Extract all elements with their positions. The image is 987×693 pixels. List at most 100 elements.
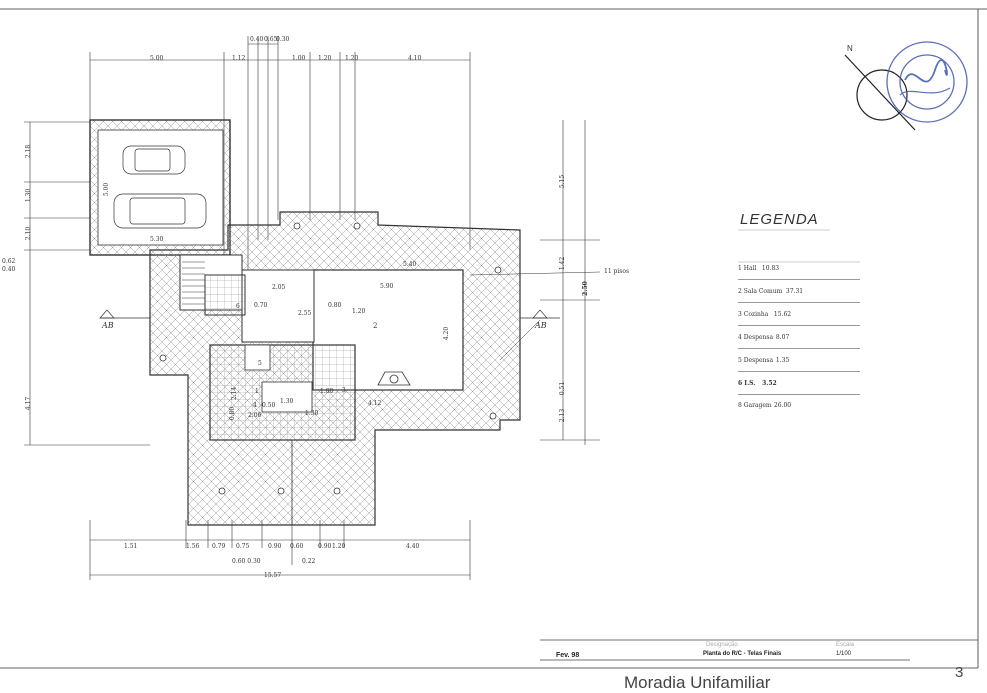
legend-value: 26.00 — [773, 402, 792, 409]
dim-right-0: 5.15 — [559, 174, 567, 189]
dim-bottom-11: 0.60 0.30 — [232, 558, 261, 565]
legend-label: 5 Despensa — [738, 357, 774, 364]
sheet-border — [0, 8, 987, 669]
dim-left-2: 2.10 — [25, 226, 33, 241]
legend-value: 15.62 — [773, 311, 792, 318]
scale-caption: Escala — [836, 642, 855, 648]
title-block-frame — [540, 639, 978, 661]
dim-bottom-8: 4.40 — [406, 543, 420, 550]
interior-dim-17: 0.80 — [229, 406, 237, 421]
interior-dim-16: 4.12 — [368, 400, 382, 407]
interior-dim-9: 1.20 — [352, 308, 366, 315]
dim-left-1: 1.30 — [25, 188, 33, 203]
room-number-6: 6 — [236, 303, 240, 310]
car-top — [122, 145, 186, 175]
legend-label: 1 Hall — [738, 265, 757, 272]
dim-top-6: 1.20 — [318, 55, 332, 62]
dim-bottom-0: 1.51 — [124, 543, 138, 550]
section-marker-right: AB — [535, 321, 547, 330]
dim-right-1: 1.42 — [559, 256, 567, 271]
dim-bottom-7: 1.20 — [332, 543, 346, 550]
dim-left-4: 0.40 — [2, 266, 16, 273]
sheet-number: 3 — [955, 664, 964, 681]
legend-row-4: 4 Despensa 8.07 — [738, 334, 860, 349]
legend-value: 3.52 — [762, 380, 777, 387]
interior-dim-14: 1.30 — [305, 410, 319, 417]
interior-dim-3: 5.30 — [150, 236, 164, 243]
dim-bottom-3: 0.75 — [236, 543, 250, 550]
garage — [89, 119, 231, 256]
interior-dim-5: 2.55 — [298, 310, 312, 317]
dim-top-3: 0.65 — [264, 36, 278, 43]
room-number-5: 5 — [258, 360, 262, 367]
legend-label: 6 I.S. — [738, 380, 756, 387]
room-number-2: 2 — [373, 322, 378, 330]
legend-row-1: 1 Hall 10.83 — [738, 265, 860, 280]
legend-label: 2 Sala Comum — [738, 288, 783, 295]
legend-value: 8.07 — [775, 334, 790, 341]
room-number-3: 3 — [342, 387, 346, 394]
room-number-1: 1 — [255, 388, 259, 395]
dim-right-2: 0.51 — [559, 381, 567, 396]
interior-dim-13: 1.00 — [320, 388, 334, 395]
legend-frame — [738, 229, 860, 263]
designation-caption: Designação — [706, 642, 738, 648]
legend-row-6: 6 I.S. 3.52 — [738, 380, 860, 395]
dim-top-4: 0.30 — [276, 36, 290, 43]
dim-bottom-9: 0.22 — [302, 558, 316, 565]
bottom-dimension-lines — [89, 520, 471, 580]
car-bottom — [113, 193, 207, 229]
dim-top-5: 1.00 — [292, 55, 306, 62]
legend-label: 3 Cozinha — [738, 311, 769, 318]
legend-label: 4 Despensa — [738, 334, 774, 341]
dim-bottom-10: 15.57 — [264, 572, 282, 579]
section-line — [99, 271, 601, 361]
interior-dim-2: 5.00 — [103, 182, 111, 197]
slope-note: 11 pisos — [604, 268, 630, 275]
north-arrow-icon — [844, 54, 916, 131]
north-label: N — [847, 44, 853, 53]
legend-row-5: 5 Despensa 1.35 — [738, 357, 860, 372]
left-dimension-lines — [24, 121, 150, 446]
interior-dim-8: 0.80 — [328, 302, 342, 309]
dim-top-7: 1.20 — [345, 55, 359, 62]
municipal-stamp — [886, 41, 968, 123]
interior-dim-6: 4.20 — [443, 326, 451, 341]
legend-value: 37.31 — [785, 288, 804, 295]
interior-dim-12: 0.50 — [262, 402, 276, 409]
dim-bottom-5: 0.60 — [290, 543, 304, 550]
room-number-4: 4 — [253, 402, 257, 409]
legend-row-3: 3 Cozinha 15.62 — [738, 311, 860, 326]
legend-value: 10.83 — [761, 265, 780, 272]
dim-top-0: 5.00 — [150, 55, 164, 62]
house-outline — [149, 211, 521, 526]
dim-left-0: 2.18 — [25, 144, 33, 159]
legend-label: 8 Garagem — [738, 402, 772, 409]
legend-value: 1.35 — [775, 357, 790, 364]
dim-left-3: 0.62 — [2, 258, 16, 265]
fireplace-icon — [377, 371, 411, 386]
dim-top-8: 4.10 — [408, 55, 422, 62]
interior-dim-15: 2.14 — [231, 386, 239, 401]
dim-top-2: 0.40 — [250, 36, 264, 43]
scale-value: 1/100 — [836, 651, 852, 657]
legend-row-2: 2 Sala Comum 37.31 — [738, 288, 860, 303]
revision-date: Fev. 98 — [556, 652, 580, 659]
interior-dim-11: 2.06 — [248, 412, 262, 419]
dim-top-1: 1.12 — [232, 55, 246, 62]
dim-bottom-1: 1.56 — [186, 543, 200, 550]
legend-title: LEGENDA — [740, 211, 819, 228]
interior-dim-1: 5.90 — [380, 283, 394, 290]
dim-left-5: 4.17 — [25, 396, 33, 411]
project-name: Moradia Unifamiliar — [624, 673, 771, 692]
dim-bottom-4: 0.90 — [268, 543, 282, 550]
section-marker-left: AB — [102, 321, 114, 330]
dim-bottom-6: 0.90 — [318, 543, 332, 550]
dim-right-4: 2.50 — [581, 281, 589, 296]
columns — [159, 222, 502, 495]
dim-right-3: 2.13 — [559, 408, 567, 423]
designation: Planta do R/C - Telas Finais — [703, 651, 782, 657]
interior-dim-10: 1.30 — [280, 398, 294, 405]
interior-dim-7: 0.70 — [254, 302, 268, 309]
